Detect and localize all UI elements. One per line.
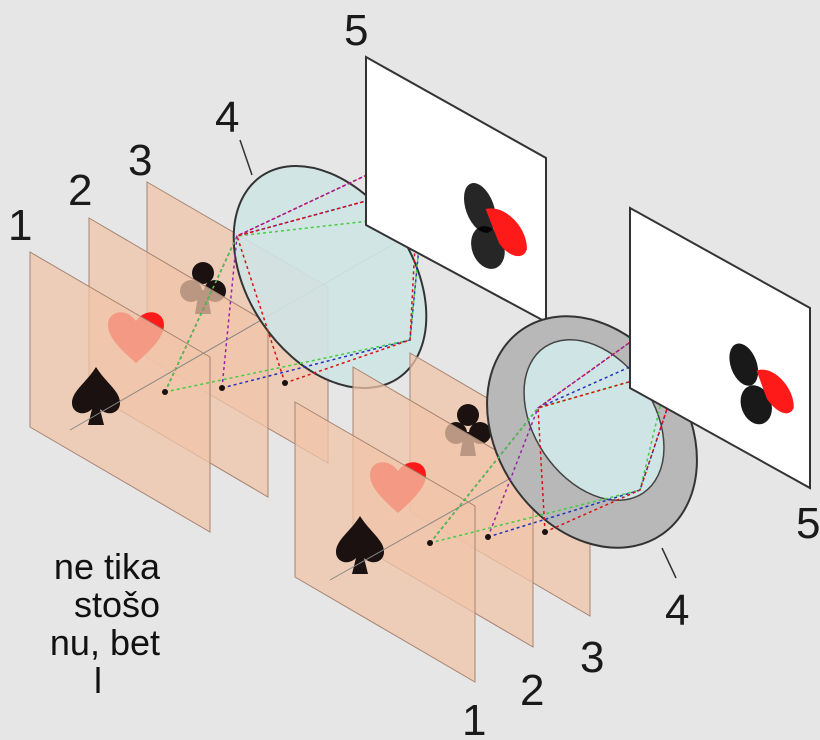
label-plane-2-bottom: 2 bbox=[520, 666, 544, 715]
label-plane-1-top: 1 bbox=[8, 201, 32, 250]
plane-1-top bbox=[29, 251, 211, 533]
caption-line-2: stošo bbox=[73, 584, 160, 625]
blurred-image-bottom bbox=[729, 343, 794, 425]
caption-line-3: nu, bet bbox=[49, 622, 160, 663]
caption-line-4: l bbox=[94, 660, 102, 701]
label-plane-1-bottom: 1 bbox=[462, 696, 486, 740]
label-lens-bottom: 4 bbox=[665, 586, 689, 635]
plane-1-bottom bbox=[294, 401, 476, 683]
label-lens-top: 4 bbox=[215, 93, 239, 142]
label-screen-bottom: 5 bbox=[796, 499, 820, 548]
label-screen-top: 5 bbox=[344, 6, 368, 55]
label-plane-3-top: 3 bbox=[128, 136, 152, 185]
label-plane-2-top: 2 bbox=[68, 166, 92, 215]
caption: ne tika stošo nu, bet l bbox=[0, 548, 160, 740]
blurred-image-top bbox=[463, 183, 527, 269]
label-plane-3-bottom: 3 bbox=[580, 633, 604, 682]
caption-line-1: ne tika bbox=[53, 548, 160, 587]
